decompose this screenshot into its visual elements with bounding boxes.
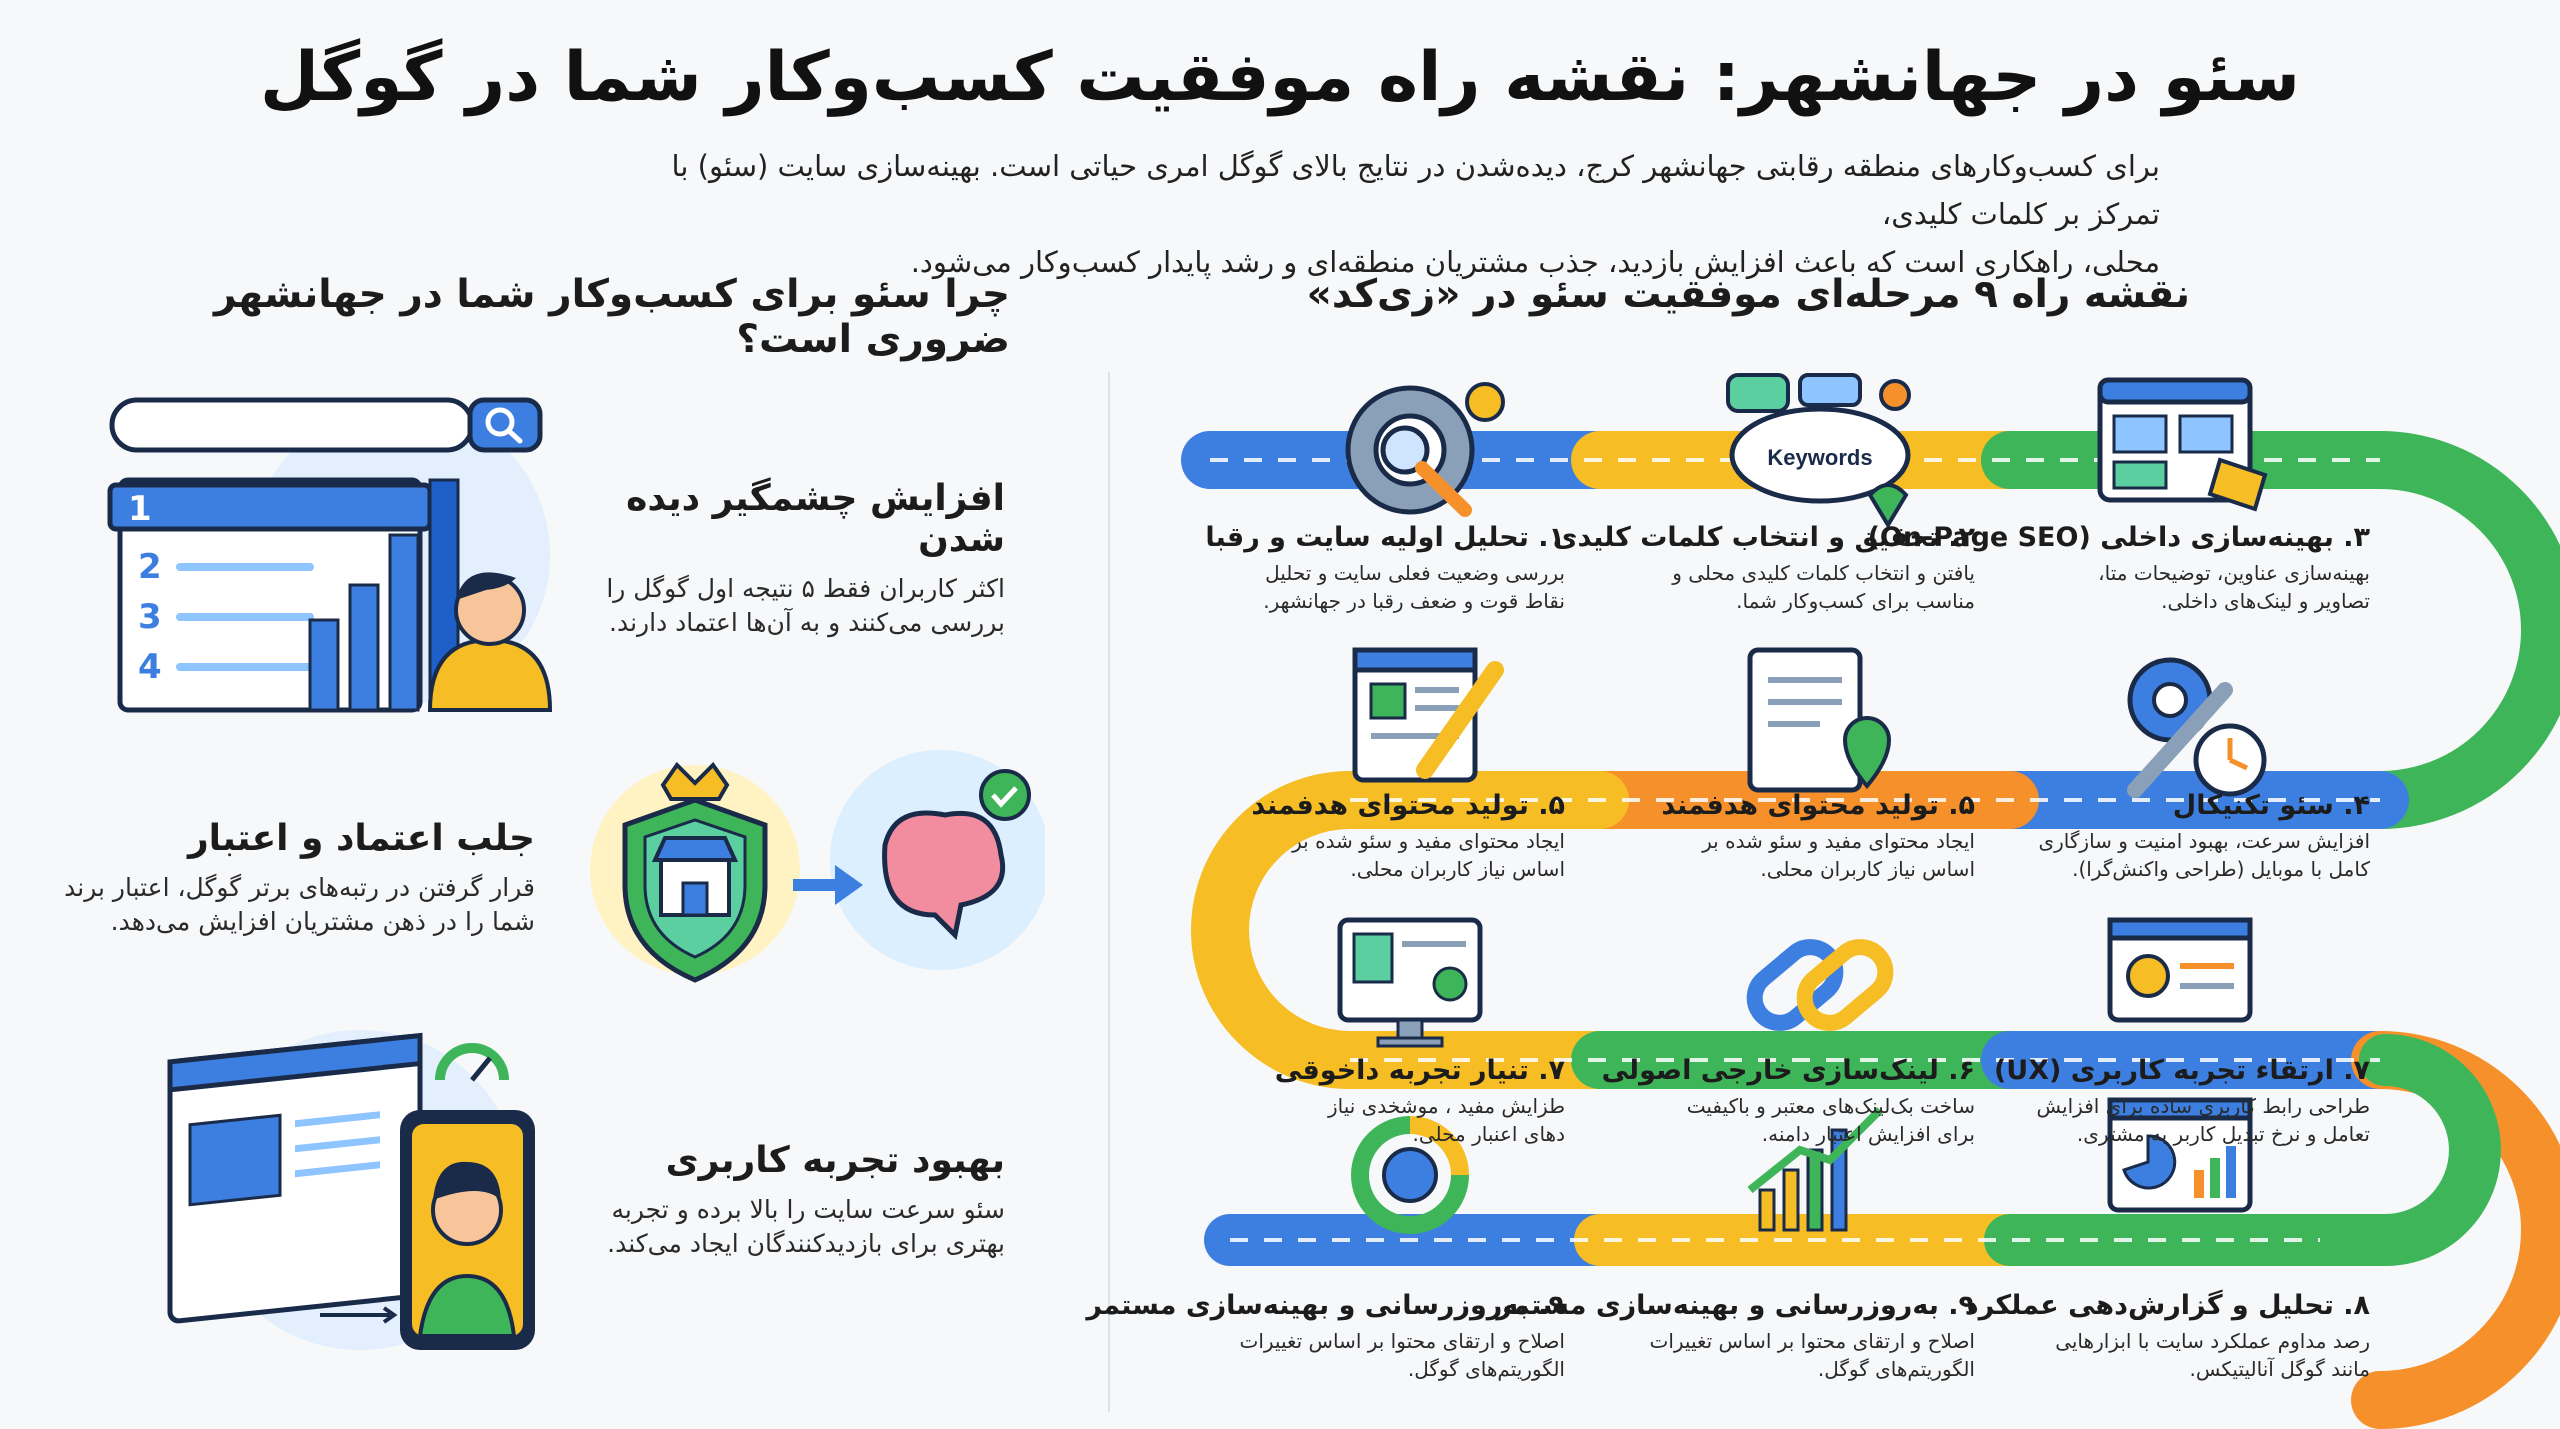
step-5a-desc-line-2: اساس نیاز کاربران محلی. bbox=[1350, 857, 1565, 881]
step-5b-desc-line-2: اساس نیاز کاربران محلی. bbox=[1760, 857, 1975, 881]
step-5b: ۵. تولید محتوای هدفمند ایجاد محتوای مفید… bbox=[1595, 790, 1975, 883]
step-9a: ۹. به‌روزرسانی و بهینه‌سازی مستمر اصلاح … bbox=[1086, 1290, 1565, 1383]
step-5a-desc-line-1: ایجاد محتوای مفید و سئو شده بر bbox=[1292, 829, 1565, 853]
step-5b-desc-line-1: ایجاد محتوای مفید و سئو شده بر bbox=[1702, 829, 1975, 853]
refresh-arrows-icon bbox=[1351, 1116, 1469, 1234]
tools-clock-icon bbox=[2127, 657, 2267, 798]
rank-4-label: 4 bbox=[138, 647, 162, 687]
benefit-ux-line-2: بهتری برای بازدیدکنندگان ایجاد می‌کند. bbox=[607, 1229, 1005, 1258]
step-7a-desc-line-1: طزایش مفید ، موشخدی نیاز bbox=[1327, 1094, 1565, 1118]
intro-line-2: محلی، راهکاری است که باعث افزایش بازدید،… bbox=[910, 245, 2160, 279]
step-3-desc-line-1: بهینه‌سازی عناوین، توضیحات متا، bbox=[2098, 561, 2370, 585]
step-6: ۶. لینک‌سازی خارجی اصولی ساخت بک‌لینک‌ها… bbox=[1595, 1055, 1975, 1148]
step-9b-desc-line-2: الگوریتم‌های گوگل. bbox=[1817, 1357, 1975, 1381]
step-6-desc-line-1: ساخت بک‌لینک‌های معتبر و باکیفیت bbox=[1686, 1094, 1975, 1118]
step-8-desc-line-1: رصد مداوم عملکرد سایت با ابزارهایی bbox=[2055, 1329, 2370, 1353]
benefit-visibility: افزایش چشمگیر دیده شدن اکثر کاربران فقط … bbox=[560, 478, 1005, 640]
gear-magnifier-icon bbox=[1345, 382, 1505, 517]
step-7a-title: ۷. تنیار تجربه داخوقی bbox=[1274, 1055, 1565, 1086]
step-3-desc-line-2: تصاویر و لینک‌های داخلی. bbox=[2161, 589, 2370, 613]
keywords-label: Keywords bbox=[1767, 445, 1872, 470]
step-6-desc-line-2: برای افزایش اعتبار دامنه. bbox=[1761, 1122, 1975, 1146]
benefit-trust-line-1: قرار گرفتن در رتبه‌های برتر گوگل، اعتبار… bbox=[64, 873, 535, 902]
road-curve-left bbox=[1191, 771, 1379, 1089]
step-5a-title: ۵. تولید محتوای هدفمند bbox=[1251, 790, 1565, 821]
intro-line-1: برای کسب‌وکارهای منطقه رقابتی جهانشهر کر… bbox=[671, 149, 2160, 231]
step-1-desc-line-2: نقاط قوت و ضعف رقبا در جهانشهر. bbox=[1263, 589, 1565, 613]
step-7a-desc-line-2: دهای اعنبار محلی. bbox=[1412, 1122, 1566, 1146]
step-7b-desc-line-1: طراحی رابط کاربری ساده برای افزایش bbox=[2036, 1094, 2370, 1118]
rank-3-label: 3 bbox=[138, 597, 162, 637]
roadmap-title: نقشه راه ۹ مرحله‌ای موفقیت سئو در «زی‌کد… bbox=[1306, 272, 2190, 317]
step-9b-desc-line-1: اصلاح و ارتقای محتوا بر اساس تغییرات bbox=[1649, 1329, 1975, 1353]
step-7b: ۷. ارتقاء تجربه کاربری (UX) طراحی رابط ک… bbox=[1990, 1055, 2370, 1148]
ux-webpage-icon bbox=[2107, 917, 2253, 1023]
speed-gauge-icon bbox=[435, 1043, 509, 1081]
benefit-ux-line-1: سئو سرعت سایت را بالا برده و تجربه bbox=[611, 1195, 1005, 1224]
benefit-visibility-title: افزایش چشمگیر دیده شدن bbox=[626, 478, 1005, 560]
rank-1-label: 1 bbox=[128, 489, 152, 529]
rank-2-label: 2 bbox=[138, 547, 162, 587]
step-8-desc-line-2: مانند گوگل آنالیتیکس. bbox=[2189, 1357, 2370, 1381]
step-4: ۴. سئو تکنیکال افزایش سرعت، بهبود امنیت … bbox=[1990, 790, 2370, 883]
brain-icon bbox=[882, 810, 1006, 941]
step-6-title: ۶. لینک‌سازی خارجی اصولی bbox=[1601, 1055, 1975, 1086]
column-divider bbox=[1108, 372, 1110, 1412]
benefit-trust: جلب اعتماد و اعتبار قرار گرفتن در رتبه‌ه… bbox=[60, 818, 535, 939]
road-curve-right-3 bbox=[2294, 1034, 2501, 1266]
benefit-visibility-line-2: بررسی می‌کنند و به آن‌ها اعتماد دارند. bbox=[609, 608, 1005, 637]
page-title: سئو در جهانشهر: نقشه راه موفقیت کسب‌وکار… bbox=[259, 38, 2301, 117]
step-3-title: ۳. بهینه‌سازی داخلی (On-Page SEO) bbox=[1867, 522, 2370, 553]
step-9a-title: ۹. به‌روزرسانی و بهینه‌سازی مستمر bbox=[1086, 1290, 1565, 1321]
step-2: ۲. تحقیق و انتخاب کلمات کلیدی یافتن و ان… bbox=[1552, 522, 1975, 615]
chain-link-icon bbox=[1746, 939, 1894, 1031]
thinking-person-graphic bbox=[427, 572, 553, 712]
document-location-icon bbox=[1747, 647, 1892, 793]
trust-illustration bbox=[590, 750, 1045, 983]
step-8: ۸. تحلیل و گزارش‌دهی عملکرد رصد مداوم عم… bbox=[1964, 1290, 2370, 1383]
step-9a-desc-line-2: الگوریتم‌های گوگل. bbox=[1407, 1357, 1565, 1381]
document-pen-icon bbox=[1352, 647, 1504, 783]
step-9a-desc-line-1: اصلاح و ارتقای محتوا بر اساس تغییرات bbox=[1239, 1329, 1565, 1353]
step-1-desc-line-1: بررسی وضعیت فعلی سایت و تحلیل bbox=[1265, 561, 1565, 585]
monitor-dashboard-icon bbox=[1337, 917, 1483, 1048]
benefit-trust-title: جلب اعتماد و اعتبار bbox=[187, 818, 535, 859]
step-1: ۱. تحلیل اولیه سایت و رقبا بررسی وضعیت ف… bbox=[1185, 522, 1565, 615]
growth-chart-icon bbox=[1747, 1107, 1883, 1232]
step-2-desc-line-1: یافتن و انتخاب کلمات کلیدی محلی و bbox=[1672, 561, 1975, 585]
benefit-trust-line-2: شما را در ذهن مشتریان افزایش می‌دهد. bbox=[110, 907, 535, 936]
step-4-desc-line-2: کامل با موبایل (طراحی واکنش‌گرا). bbox=[2072, 857, 2370, 881]
step-3: ۳. بهینه‌سازی داخلی (On-Page SEO) بهینه‌… bbox=[1867, 522, 2370, 615]
benefit-visibility-line-1: اکثر کاربران فقط ۵ نتیجه اول گوگل را bbox=[606, 574, 1005, 603]
benefit-ux-title: بهبود تجربه کاربری bbox=[665, 1140, 1005, 1181]
check-icon bbox=[979, 769, 1031, 821]
road-curve-right-1 bbox=[2351, 431, 2560, 829]
why-title: چرا سئو برای کسب‌وکار شما در جهانشهر ضرو… bbox=[213, 272, 1010, 362]
roadmap-path: Keywords bbox=[1181, 373, 2560, 1429]
intro-text: برای کسب‌وکارهای منطقه رقابتی جهانشهر کر… bbox=[620, 142, 2160, 286]
step-2-title: ۲. تحقیق و انتخاب کلمات کلیدی bbox=[1552, 522, 1975, 553]
step-4-title: ۴. سئو تکنیکال bbox=[2172, 790, 2370, 821]
ux-illustration bbox=[167, 1030, 535, 1350]
step-7a: ۷. تنیار تجربه داخوقی طزایش مفید ، موشخد… bbox=[1185, 1055, 1565, 1148]
benefit-ux: بهبود تجربه کاربری سئو سرعت سایت را بالا… bbox=[580, 1140, 1005, 1261]
search-bar-graphic bbox=[109, 397, 475, 453]
step-2-desc-line-2: مناسب برای کسب‌وکار شما. bbox=[1736, 589, 1975, 613]
step-8-title: ۸. تحلیل و گزارش‌دهی عملکرد bbox=[1964, 1290, 2370, 1321]
keywords-cloud-icon: Keywords bbox=[1726, 373, 1911, 529]
search-results-illustration: 1 2 3 4 bbox=[107, 397, 553, 713]
step-1-title: ۱. تحلیل اولیه سایت و رقبا bbox=[1205, 522, 1565, 553]
report-chart-icon bbox=[2107, 1097, 2253, 1213]
webpage-tag-icon bbox=[2097, 377, 2268, 512]
step-5a: ۵. تولید محتوای هدفمند ایجاد محتوای مفید… bbox=[1185, 790, 1565, 883]
step-9b: ۹. به‌روزرسانی و بهینه‌سازی مستمر اصلاح … bbox=[1496, 1290, 1975, 1383]
crown-icon bbox=[660, 761, 730, 801]
search-button-graphic bbox=[467, 397, 543, 453]
step-5b-title: ۵. تولید محتوای هدفمند bbox=[1661, 790, 1975, 821]
step-7b-desc-line-2: تعامل و نرخ تبدیل کاربر به مشتری. bbox=[2076, 1122, 2370, 1146]
search-icon bbox=[485, 407, 515, 437]
step-7b-title: ۷. ارتقاء تجربه کاربری (UX) bbox=[1993, 1055, 2370, 1086]
step-4-desc-line-1: افزایش سرعت، بهبود امنیت و سازگاری bbox=[2038, 829, 2370, 853]
step-9b-title: ۹. به‌روزرسانی و بهینه‌سازی مستمر bbox=[1496, 1290, 1975, 1321]
